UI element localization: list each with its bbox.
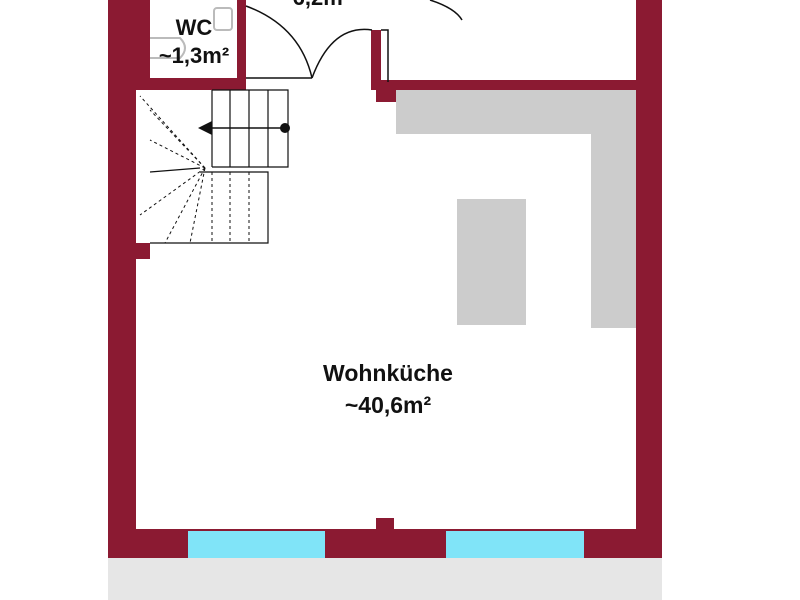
window-mullion: [376, 518, 394, 530]
terrace: [108, 558, 662, 600]
arrow-head: [198, 121, 212, 135]
wc-area: ~1,3m²: [158, 42, 230, 68]
wc-bottom-wall-left: [136, 78, 246, 90]
winder-dashed: [189, 167, 206, 244]
winder-dashed: [139, 167, 206, 216]
upper-door-swing-2: [429, 0, 463, 21]
doors: [245, 0, 463, 82]
toilet: [150, 37, 186, 59]
stair-lower-outline: [150, 171, 269, 244]
winder-dashed: [149, 109, 206, 169]
upper-room-bottom-wall: [371, 80, 636, 90]
wc-door-swing: [245, 5, 313, 79]
wc-label: WC ~1,3m²: [146, 14, 242, 69]
winder-dashed: [139, 95, 206, 169]
door-frame: [381, 29, 389, 82]
wc-left-wall: [136, 0, 150, 78]
winder-dashed: [149, 139, 206, 169]
upper-room-label: ~6,2m²: [260, 0, 370, 12]
upper-room-area: ~6,2m²: [260, 0, 370, 12]
window-left: [188, 531, 325, 558]
kitchen-name: Wohnküche: [323, 360, 453, 386]
kitchen-island: [457, 199, 526, 325]
wc-right-wall: [237, 0, 246, 78]
left-wall: [108, 0, 136, 558]
right-wall: [636, 0, 662, 558]
stair-wall-stub: [136, 243, 150, 259]
wc-fixtures: [150, 7, 233, 59]
arrow-start-dot: [280, 123, 290, 133]
winder-dashed: [164, 167, 206, 244]
wall-corner: [376, 90, 396, 102]
stair-dashed: [139, 95, 250, 244]
upper-door-swing: [311, 28, 373, 79]
kitchen-label: Wohnküche ~40,6m²: [288, 357, 488, 421]
washbasin: [213, 7, 233, 31]
door-jamb-right: [371, 30, 381, 90]
kitchen-counter: [396, 90, 636, 328]
staircase: [149, 89, 289, 244]
stair-landing-line: [149, 167, 201, 173]
wc-name: WC: [175, 15, 213, 40]
stair-direction-arrow: [198, 121, 290, 135]
walls: [108, 0, 662, 558]
window-right: [446, 531, 584, 558]
kitchen-area: ~40,6m²: [344, 392, 432, 419]
